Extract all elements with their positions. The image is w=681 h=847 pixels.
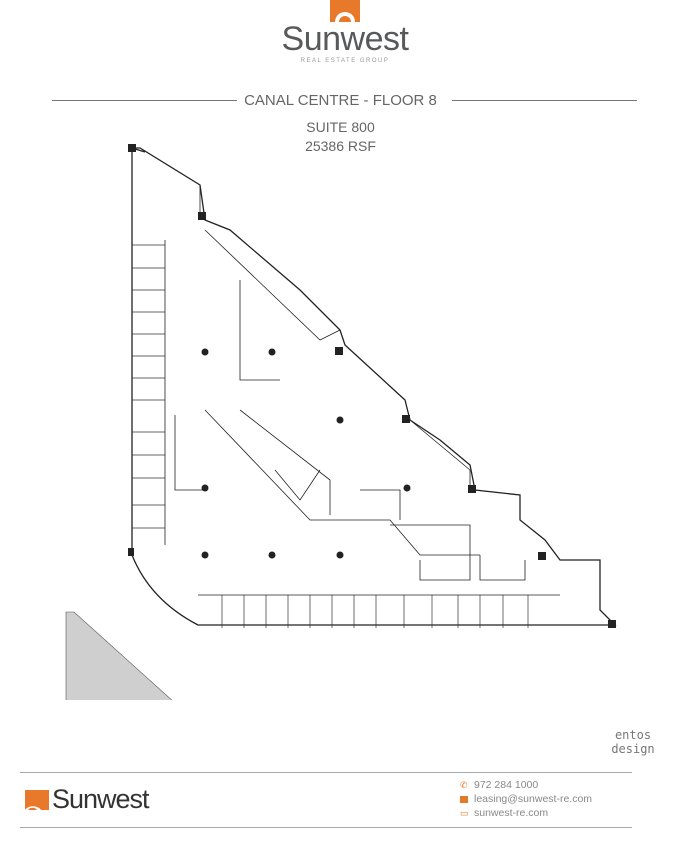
divider — [452, 100, 637, 101]
brand-subtitle: REAL ESTATE GROUP — [300, 58, 390, 64]
phone: 972 284 1000 — [474, 779, 539, 791]
page-title: CANAL CENTRE - FLOOR 8 — [244, 92, 437, 109]
designer-logo: entos design — [608, 728, 658, 756]
designer-line1: entos — [614, 728, 652, 742]
divider — [52, 100, 237, 101]
contact-info: ✆ 972 284 1000 leasing@sunwest-re.com ▭ su… — [460, 778, 592, 820]
suite-number: SUITE 800 — [306, 119, 375, 135]
sun-logo-icon — [330, 0, 360, 22]
perimeter-offices — [132, 244, 529, 628]
designer-line2: design — [611, 742, 655, 756]
divider — [20, 772, 632, 773]
sun-logo-icon — [25, 789, 49, 810]
monitor-icon: ▭ — [460, 807, 469, 818]
key-plan — [65, 611, 173, 700]
columns — [128, 144, 616, 628]
phone-icon: ✆ — [460, 779, 468, 790]
sunwest-logo-footer: Sunwest — [25, 784, 150, 815]
email-icon — [460, 795, 468, 803]
footer-brand: Sunwest — [52, 784, 150, 814]
email-link[interactable]: leasing@sunwest-re.com — [474, 793, 593, 805]
divider — [20, 827, 632, 828]
floor-plan: N — [65, 144, 617, 700]
suite-area: 25386 RSF — [305, 138, 376, 154]
brand-name: Sunwest — [281, 20, 409, 58]
website-link[interactable]: sunwest-re.com — [474, 807, 549, 819]
suite-info: SUITE 800 25386 RSF — [0, 118, 681, 156]
sunwest-logo-top: Sunwest REAL ESTATE GROUP — [270, 0, 420, 64]
